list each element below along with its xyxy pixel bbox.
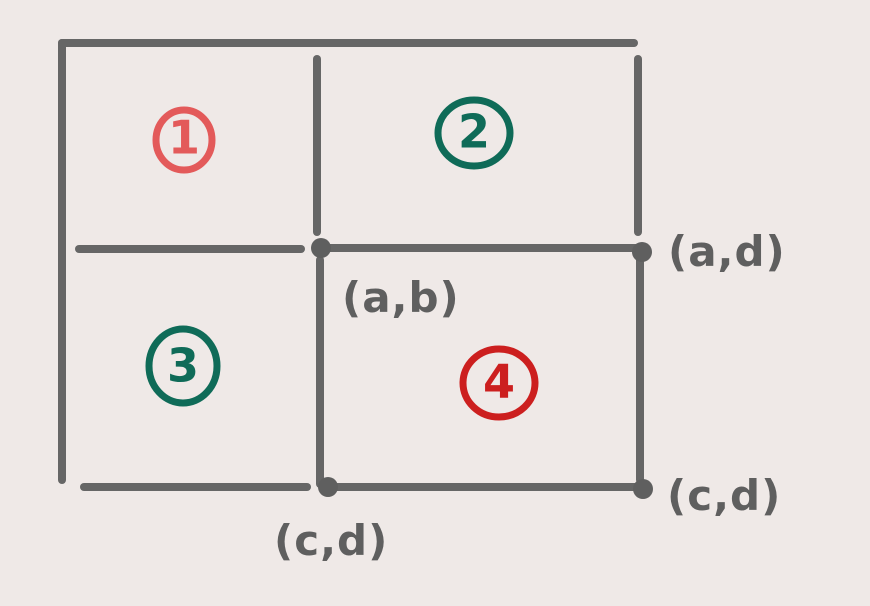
point-label-c-d-right: (c,d) — [667, 471, 781, 520]
point-label-c-d-bottom: (c,d) — [274, 516, 388, 565]
region-1-label: 1 — [168, 111, 200, 165]
region-2-circle — [434, 96, 514, 170]
point-c-d-right-dot — [633, 479, 653, 499]
region-4-label: 4 — [483, 355, 515, 409]
point-a-b-dot — [311, 238, 331, 258]
point-label-a-d: (a,d) — [668, 227, 786, 276]
region-4-circle — [459, 345, 539, 421]
region-3-marker: 3 — [145, 325, 221, 407]
point-a-d-dot — [632, 242, 652, 262]
region-3-circle — [145, 325, 221, 407]
point-c-d-bottom-dot — [318, 477, 338, 497]
point-label-a-b: (a,b) — [342, 273, 460, 322]
region-4-marker: 4 — [459, 345, 539, 421]
region-3-label: 3 — [167, 339, 199, 393]
region-2-marker: 2 — [434, 96, 514, 170]
region-1-marker: 1 — [152, 106, 216, 174]
region-1-circle — [152, 106, 216, 174]
region-2-label: 2 — [458, 105, 490, 159]
